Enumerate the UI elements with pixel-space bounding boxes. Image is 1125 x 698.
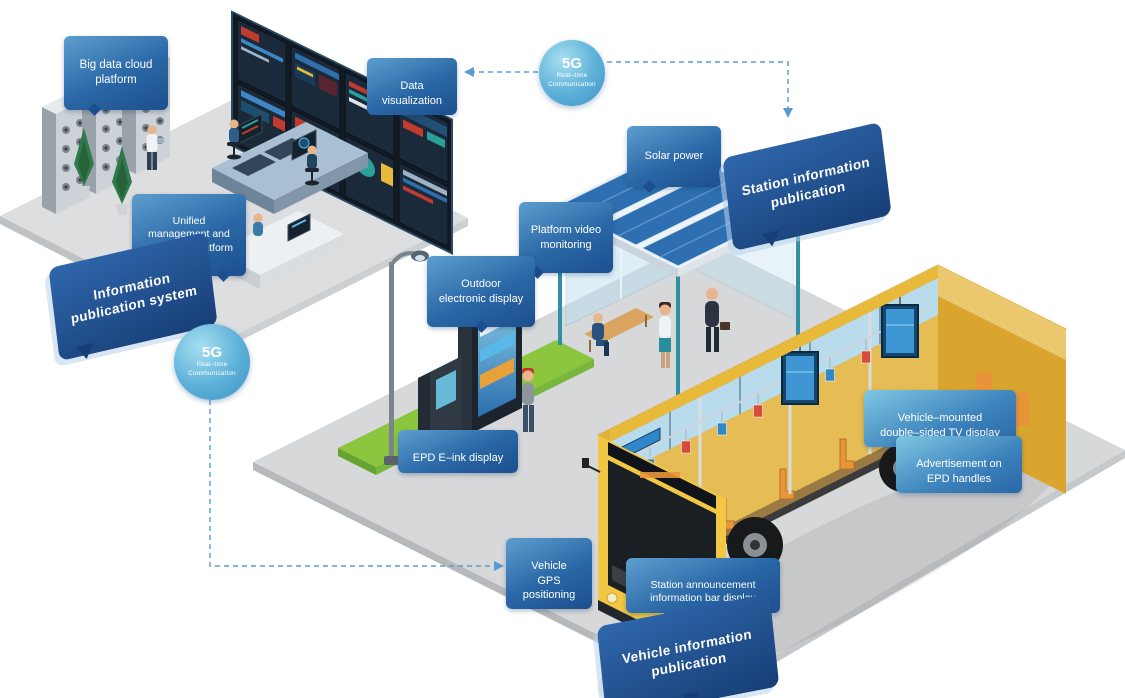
plants [74,128,132,215]
epd-kiosk [418,356,462,454]
badge-5g-title: 5G [201,343,222,361]
street-lamp [384,250,429,465]
person [227,119,241,160]
person [146,125,164,170]
label-text: EPD E–ink display [412,452,504,465]
label-text: Outdoor electronic display [438,278,524,305]
person [305,145,319,186]
label-outdoor-electronic-display: Outdoor electronic display [427,256,535,334]
person [253,213,263,236]
person [659,302,671,368]
badge-5g-left: 5G Real–time Communication [174,324,250,400]
label-vehicle-gps-positioning: Vehicle GPS positioning [506,538,592,610]
label-big-data-cloud-platform: Big data cloud platform [64,36,168,116]
label-text: Solar power [644,150,704,163]
label-text: Big data cloud platform [79,58,153,86]
person [522,368,534,432]
bubble-text: Information publication system [70,270,199,327]
label-text: Platform video monitoring [530,224,602,251]
control-console [212,113,368,289]
label-station-announcement: Station announcement information bar dis… [626,558,780,613]
badge-5g-top: 5G Real–time Communication [539,40,605,106]
person [705,288,730,352]
connector-arrows [464,67,793,571]
label-text: Vehicle GPS positioning [522,560,576,601]
label-text: Vehicle–mounted double–sided TV display [880,412,1000,439]
bubble-tail [76,342,97,370]
label-epd-eink-display: EPD E–ink display [398,430,518,473]
double-sided-tv [781,289,919,405]
bubble-tail [682,691,703,698]
label-text: Advertisement on EPD handles [916,458,1002,485]
label-text: Data visualization [382,80,442,107]
badge-5g-subtitle: Real–time Communication [548,72,596,89]
person [592,313,609,356]
label-solar-power: Solar power [627,126,721,193]
bubble-text: Vehicle information publication [621,626,753,680]
bubble-tail [761,230,783,258]
label-text: Station announcement information bar dis… [650,578,756,605]
bus-stop-people [522,288,730,432]
label-advertisement-epd-handles: Advertisement on EPD handles [896,436,1022,493]
badge-5g-title: 5G [561,54,582,72]
control-room-people [146,119,319,236]
bubble-text: Station information publication [740,154,871,211]
badge-5g-subtitle: Real–time Communication [188,361,236,378]
label-data-visualization: Data visualization [367,58,457,115]
